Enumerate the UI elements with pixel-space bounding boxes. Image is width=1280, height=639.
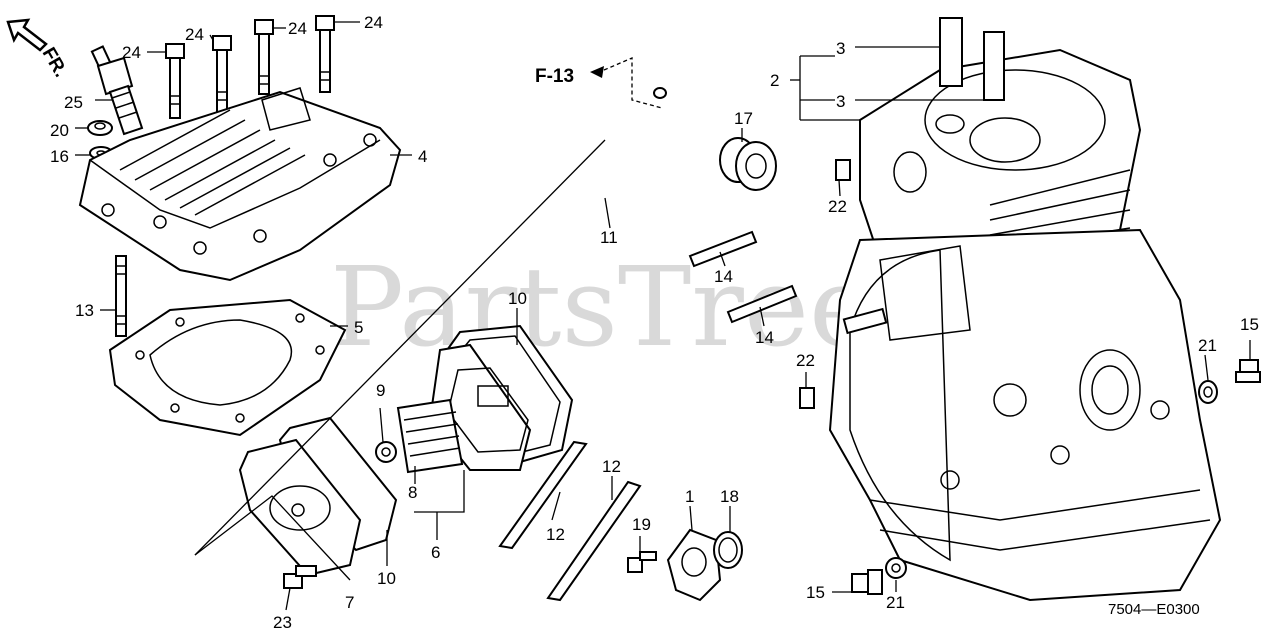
callout-15: 15 xyxy=(806,583,825,602)
callout-4: 4 xyxy=(418,147,427,166)
callout-11: 11 xyxy=(600,228,618,247)
callout-13: 13 xyxy=(75,301,94,320)
callout-24: 24 xyxy=(288,19,307,38)
breather-element-part xyxy=(396,398,464,474)
sealing-washer-part xyxy=(885,557,907,579)
figure-code: 7504—E0300 xyxy=(1108,601,1200,618)
crankcase-part xyxy=(828,228,1222,602)
callout-25: 25 xyxy=(64,93,83,112)
callout-22: 22 xyxy=(796,351,815,370)
stud-bolt-part xyxy=(726,284,798,324)
callout-23: 23 xyxy=(273,613,292,632)
drain-plug-part xyxy=(851,569,883,595)
stud-bolt-part xyxy=(498,440,588,550)
callout-8: 8 xyxy=(408,483,417,502)
reference-label: F-13 xyxy=(535,66,574,87)
callout-1: 1 xyxy=(685,487,694,506)
head-gasket-part xyxy=(108,298,347,437)
stud-bolt-part xyxy=(115,255,127,337)
o-ring-part xyxy=(713,531,743,569)
callout-10: 10 xyxy=(508,289,527,308)
breather-valve-part xyxy=(375,441,397,463)
stud-bolt-part xyxy=(546,480,642,602)
callout-12: 12 xyxy=(546,525,565,544)
callout-19: 19 xyxy=(632,515,651,534)
drain-plug-part xyxy=(1235,359,1261,383)
cylinder-barrel-part xyxy=(859,17,1142,272)
dowel-pin-part xyxy=(835,159,851,181)
bolt-part xyxy=(165,43,185,119)
callout-15: 15 xyxy=(1240,315,1259,334)
breather-plate-part xyxy=(666,528,722,602)
callout-6: 6 xyxy=(431,543,440,562)
watermark: PartsTree xyxy=(330,243,874,371)
callout-21: 21 xyxy=(886,593,905,612)
callout-10: 10 xyxy=(377,569,396,588)
callout-9: 9 xyxy=(376,381,385,400)
breather-cover-part xyxy=(238,438,362,577)
callout-17: 17 xyxy=(734,109,753,128)
front-direction-label: FR. xyxy=(38,44,71,81)
callout-24: 24 xyxy=(364,13,383,32)
callout-14: 14 xyxy=(714,267,733,286)
callout-24: 24 xyxy=(122,43,141,62)
dowel-pin-part xyxy=(799,387,815,409)
spark-plug-part xyxy=(90,45,144,136)
cylinder-head-part xyxy=(78,87,402,282)
callout-labels: 25 20 16 24 24 24 24 4 13 5 11 17 22 14 … xyxy=(50,13,1259,632)
oil-seal-part xyxy=(719,137,777,191)
nut-part xyxy=(87,120,113,136)
reference-arrow-icon xyxy=(590,57,663,109)
callout-14: 14 xyxy=(755,328,774,347)
front-direction-arrow-icon xyxy=(6,18,48,52)
callout-5: 5 xyxy=(354,318,363,337)
flange-bolt-part xyxy=(283,565,317,589)
callout-21: 21 xyxy=(1198,336,1217,355)
sealing-washer-part xyxy=(1198,380,1218,404)
leader-lines xyxy=(75,21,1251,611)
callout-2: 2 xyxy=(770,71,779,90)
callout-7: 7 xyxy=(345,593,354,612)
callout-12: 12 xyxy=(602,457,621,476)
callout-18: 18 xyxy=(720,487,739,506)
flange-bolt-part xyxy=(627,551,657,573)
callout-24: 24 xyxy=(185,25,204,44)
stud-bolt-part xyxy=(688,230,758,268)
bolt-part xyxy=(254,19,274,95)
callout-20: 20 xyxy=(50,121,69,140)
callout-16: 16 xyxy=(50,147,69,166)
callout-3: 3 xyxy=(836,39,845,58)
bolt-part xyxy=(315,15,335,93)
bolt-part xyxy=(212,35,232,113)
callout-22: 22 xyxy=(828,197,847,216)
breather-tube-part xyxy=(530,87,699,179)
callout-3: 3 xyxy=(836,92,845,111)
